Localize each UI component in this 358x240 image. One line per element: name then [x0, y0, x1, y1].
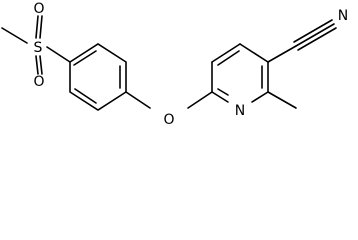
pyridine-n1-c6	[211, 91, 229, 103]
nitrile-triple-bond-3	[297, 27, 337, 51]
benzene-double-bond-3	[74, 88, 97, 104]
bond-sulfur-oxygen-top-1	[35, 15, 39, 39]
sulfur-label: S	[34, 40, 43, 56]
bond-sulfur-oxygen-top-2	[39, 15, 43, 39]
bond-sulfur-oxygen-bottom-1	[35, 55, 39, 75]
chemical-structure-diagram: S O O O N N	[1, 1, 349, 128]
nitrile-triple-bond-2	[293, 19, 333, 43]
oxygen-bottom-label: O	[33, 74, 44, 90]
pyridine-double-bond-1	[217, 50, 240, 66]
bond-sulfur-benzene	[46, 46, 71, 63]
pyridine-c2-n1	[251, 91, 269, 103]
bond-pyridine-nitrile-carbon	[267, 45, 297, 63]
benzene-double-bond-1	[73, 50, 97, 66]
bond-ether-oxygen-pyridine	[187, 91, 213, 109]
nitrile-nitrogen-label: N	[338, 8, 348, 24]
benzene-ring	[69, 43, 127, 111]
pyridine-c4-c3	[239, 43, 269, 63]
ether-oxygen-label: O	[163, 112, 174, 128]
pyridine-c5-c4	[211, 43, 241, 63]
bond-sulfur-oxygen-bottom-2	[39, 55, 43, 75]
bond-methyl-sulfur	[1, 27, 28, 44]
pyridine-nitrogen-label: N	[235, 103, 245, 119]
bond-benzene-ether-oxygen	[125, 91, 151, 109]
nitrile-triple-bond-1	[295, 23, 335, 47]
structure-svg: S O O O N N	[1, 1, 348, 128]
pyridine-double-bond-3	[217, 88, 229, 96]
bond-pyridine-methyl	[267, 91, 297, 109]
oxygen-top-label: O	[33, 1, 44, 17]
